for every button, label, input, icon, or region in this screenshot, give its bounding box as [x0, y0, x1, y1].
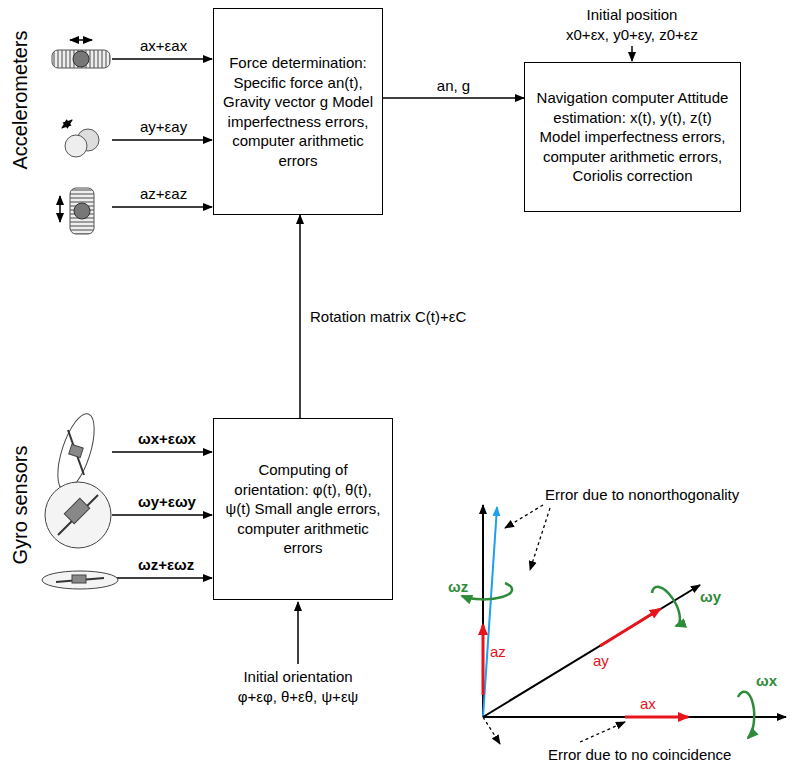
drawing-part	[483, 585, 700, 717]
drawing-part	[69, 444, 84, 457]
text-label: Initial orientation	[243, 668, 352, 686]
text-label: Initial position	[587, 6, 678, 24]
text-label: Error due to nonorthogonality	[545, 486, 739, 504]
box-text-group: Navigation computer Attitude estimation:…	[525, 82, 740, 192]
drawing-part	[652, 587, 680, 626]
drawing-part	[74, 203, 90, 219]
connector-label: Rotation matrix C(t)+εC	[308, 308, 468, 325]
text-label: ωz+εωz	[138, 556, 194, 574]
drawing-part	[483, 716, 786, 718]
drawing-part	[68, 430, 84, 475]
text-label: x0+εx, y0+εy, z0+εz	[566, 26, 698, 44]
text-label: Gyro sensors	[8, 446, 32, 565]
drawing-part	[42, 571, 118, 589]
text-label: ay	[593, 652, 609, 670]
drawing-part	[73, 51, 89, 67]
drawing-part	[70, 39, 92, 41]
acceleration-vectors	[483, 609, 688, 717]
axes	[483, 505, 786, 717]
drawing-part	[112, 451, 212, 453]
drawing-part	[483, 717, 500, 744]
drawing-part	[482, 625, 485, 695]
gyro-z	[42, 571, 118, 589]
text-label: ωz	[448, 578, 468, 596]
box-text-group: Computing of orientation: φ(t), θ(t), ψ(…	[214, 454, 392, 564]
connector	[299, 215, 301, 418]
accelerometer-x	[52, 40, 110, 68]
drawing-part	[482, 505, 484, 717]
process-box: Navigation computer Attitude estimation:…	[524, 62, 741, 212]
drawing-part	[530, 508, 550, 570]
drawing-part	[112, 514, 212, 516]
drawing-part	[62, 120, 72, 128]
rotation-arrows	[462, 583, 754, 738]
drawing-part	[112, 58, 212, 60]
drawing-part	[297, 602, 299, 664]
text-label: ωy+εωy	[138, 493, 196, 511]
connector	[383, 97, 524, 99]
connector-label: an, g	[435, 77, 472, 94]
box-text-group: Force determination: Specific force an(t…	[214, 47, 382, 176]
drawing-part	[70, 188, 94, 234]
text-label: ωy	[700, 588, 721, 606]
text-label: az+εaz	[140, 185, 187, 203]
text-label: Accelerometers	[8, 31, 32, 170]
text-label: φ+εφ, θ+εθ, ψ+εψ	[238, 688, 359, 706]
text-label: ωx+εωx	[138, 430, 196, 448]
drawing-part	[505, 505, 543, 528]
gyro-y	[45, 482, 111, 548]
drawing-part	[58, 495, 98, 535]
text-label: az	[490, 643, 506, 661]
text-label: ay+εay	[140, 118, 187, 136]
drawing-part	[65, 135, 87, 157]
drawing-part	[59, 196, 61, 222]
box-text: Computing of orientation: φ(t), θ(t), ψ(…	[214, 454, 392, 564]
accelerometer-y	[62, 120, 99, 157]
box-text: Force determination: Specific force an(t…	[214, 47, 382, 176]
drawing-part	[625, 716, 688, 719]
accelerometer-z	[60, 188, 94, 234]
drawing-part	[45, 482, 111, 548]
error-leaders	[483, 505, 625, 744]
drawing-part	[64, 498, 89, 523]
drawing-part	[600, 609, 660, 646]
drawing-part	[72, 575, 86, 583]
drawing-part	[52, 50, 110, 68]
drawing-part	[112, 139, 212, 141]
drawing-part	[580, 722, 625, 742]
text-label: ax+εax	[140, 37, 187, 55]
drawing-part	[112, 206, 212, 208]
drawing-part	[483, 507, 497, 717]
box-text: Navigation computer Attitude estimation:…	[525, 82, 740, 192]
text-label: Error due to no coincidence	[548, 746, 731, 764]
drawing-part	[631, 46, 633, 61]
text-label: ωx	[756, 672, 777, 690]
drawing-part	[462, 583, 512, 599]
process-box: Computing of orientation: φ(t), θ(t), ψ(…	[213, 418, 393, 600]
text-label: ax	[640, 695, 656, 713]
process-box: Force determination: Specific force an(t…	[213, 8, 383, 215]
drawing-part	[112, 577, 212, 579]
drawing-part	[738, 692, 754, 738]
